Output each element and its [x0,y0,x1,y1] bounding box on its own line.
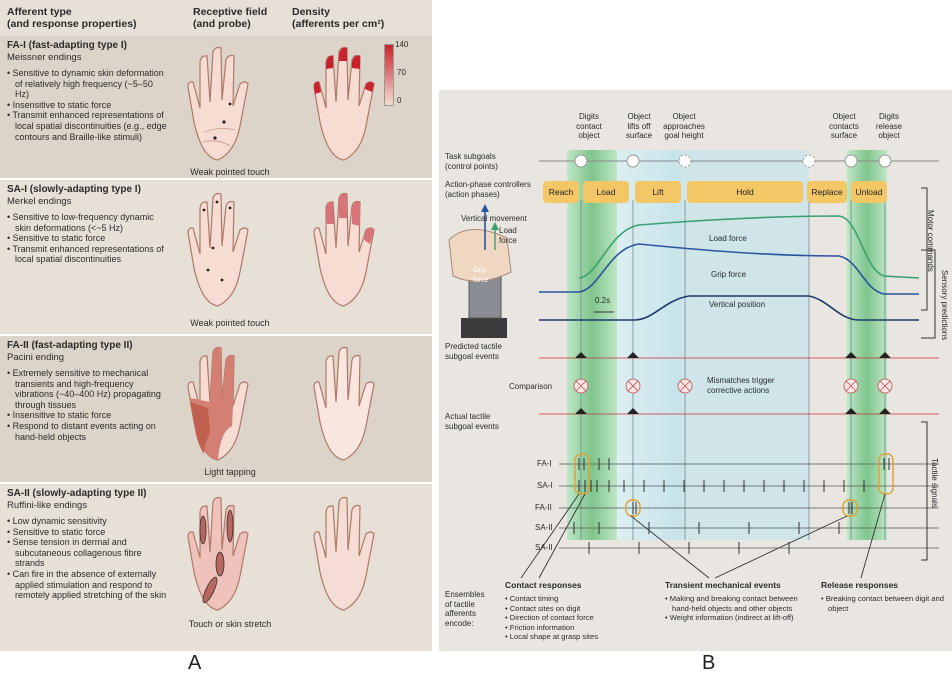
bullet: Sensitive to static force [7,527,167,538]
grip-force-curve-label: Grip force [711,270,746,280]
bullet: Insensitive to static force [7,410,167,421]
afferent-label: FA-I [537,459,552,469]
list-item: Local shape at grasp sites [505,632,655,642]
afferent-label: SA-I [537,481,553,491]
density-hand [306,42,386,164]
load-force-arrow-label: Load force [499,226,517,245]
row-sa-ii: SA-II (slowly-adapting type II) Ruffini-… [0,484,432,651]
timeline-svg [439,90,952,651]
row-fa-i: FA-I (fast-adapting type I) Meissner end… [0,36,432,178]
bullet: Can fire in the absence of externally ap… [7,569,167,601]
ensembles-label: Ensembles of tactile afferents encode: [445,590,485,628]
bullet: Transmit enhanced representations of loc… [7,244,167,265]
bullet: Sensitive to dynamic skin deformation of… [7,68,167,100]
transient-events-title: Transient mechanical events [665,580,781,590]
panel-b: Digits contact object Object lifts off s… [439,90,952,651]
bullet-list: Low dynamic sensitivity Sensitive to sta… [7,516,167,601]
bullet: Insensitive to static force [7,100,167,111]
mismatch-label: Mismatches trigger corrective actions [707,376,775,395]
density-hand [306,188,386,310]
vertical-movement-label: Vertical movement [461,214,527,224]
grip-force-box-label: Grip force [473,266,489,285]
list-item: Friction information [505,623,655,633]
panel-a: Afferent type (and response properties) … [0,0,432,651]
probe-caption: Weak pointed touch [160,167,300,177]
scale-max: 140 [395,40,408,49]
contact-responses-list: Contact timing Contact sites on digit Di… [505,594,655,642]
timescale-label: 0.2s [595,296,610,306]
panel-label-b: B [702,652,715,675]
row-title: FA-I (fast-adapting type I) [7,40,127,52]
probe-caption: Touch or skin stretch [160,619,300,629]
release-responses-list: Breaking contact between digit and objec… [821,594,945,613]
transient-events-list: Making and breaking contact between hand… [665,594,817,623]
header-receptive-field: Receptive field (and probe) [193,6,293,30]
header-afferent-type: Afferent type (and response properties) [7,6,167,30]
comparison-label: Comparison [509,382,552,392]
receptive-field-hand [180,188,260,310]
phase-replace: Replace [807,181,847,203]
afferent-label: SA-II [535,543,553,553]
probe-caption: Light tapping [160,467,300,477]
list-item: Contact sites on digit [505,604,655,614]
phase-reach: Reach [543,181,579,203]
bullet: Respond to distant events acting on hand… [7,421,167,442]
receptive-field-hand [180,42,260,164]
actual-events-label: Actual tactile subgoal events [445,412,499,431]
sensory-predictions-label: Sensory predictions [940,270,950,340]
scale-mid: 70 [397,68,406,77]
phase-lift: Lift [635,181,681,203]
list-item: Making and breaking contact between hand… [665,594,817,613]
panel-label-a: A [188,652,201,675]
density-scale-bar [384,44,394,106]
tactile-signals-label: Tactile signals [930,458,940,508]
bullet: Sensitive to low-frequency dynamic skin … [7,212,167,233]
row-title: SA-I (slowly-adapting type I) [7,184,141,196]
list-item: Direction of contact force [505,613,655,623]
phase-unload: Unload [851,181,887,203]
probe-caption: Weak pointed touch [160,318,300,328]
phase-load: Load [583,181,629,203]
bullet: Transmit enhanced representations of loc… [7,110,167,142]
bullet: Extremely sensitive to mechanical transi… [7,368,167,410]
row-subtitle: Pacini ending [7,352,64,363]
row-subtitle: Ruffini-like endings [7,500,87,511]
scale-min: 0 [397,96,401,105]
row-title: FA-II (fast-adapting type II) [7,340,133,352]
row-sa-i: SA-I (slowly-adapting type I) Merkel end… [0,180,432,334]
load-force-curve-label: Load force [709,234,747,244]
row-fa-ii: FA-II (fast-adapting type II) Pacini end… [0,336,432,482]
release-responses-title: Release responses [821,580,898,590]
afferent-label: SA-II [535,523,553,533]
bullet-list: Sensitive to dynamic skin deformation of… [7,68,167,142]
density-hand [306,342,386,464]
receptive-field-hand [180,342,260,464]
bullet: Sense tension in dermal and subcutaneous… [7,537,167,569]
contact-responses-title: Contact responses [505,580,582,590]
row-subtitle: Meissner endings [7,52,81,63]
phase-hold: Hold [687,181,803,203]
bullet: Low dynamic sensitivity [7,516,167,527]
list-item: Weight information (indirect at lift-off… [665,613,817,623]
list-item: Breaking contact between digit and objec… [821,594,945,613]
afferent-label: FA-II [535,503,552,513]
vertical-position-label: Vertical position [709,300,765,310]
header-density: Density (afferents per cm²) [292,6,432,30]
bullet: Sensitive to static force [7,233,167,244]
bullet-list: Sensitive to low-frequency dynamic skin … [7,212,167,265]
row-subtitle: Merkel endings [7,196,71,207]
row-title: SA-II (slowly-adapting type II) [7,488,146,500]
predicted-events-label: Predicted tactile subgoal events [445,342,502,361]
receptive-field-hand [180,492,260,618]
motor-commands-label: Motor commands [926,210,936,272]
list-item: Contact timing [505,594,655,604]
bullet-list: Extremely sensitive to mechanical transi… [7,368,167,442]
density-hand [306,492,386,614]
